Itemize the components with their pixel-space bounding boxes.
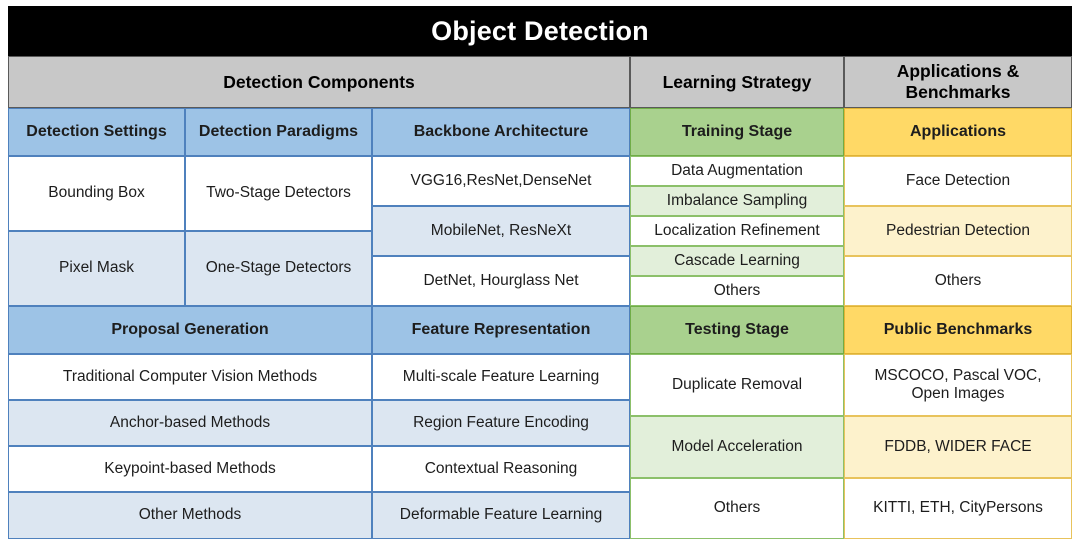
category-detection-components: Detection Components — [8, 56, 630, 108]
header-testing-stage[interactable]: Testing Stage — [630, 306, 844, 354]
cell-mscoco-pascalvoc-openimages[interactable]: MSCOCO, Pascal VOC, Open Images — [844, 354, 1072, 416]
cell-face-detection[interactable]: Face Detection — [844, 156, 1072, 206]
cell-cascade-learning[interactable]: Cascade Learning — [630, 246, 844, 276]
cell-training-others[interactable]: Others — [630, 276, 844, 306]
cell-keypoint-based-methods[interactable]: Keypoint-based Methods — [8, 446, 372, 492]
block-upper: Detection Settings Bounding Box Pixel Ma… — [8, 108, 1072, 306]
cell-pedestrian-detection[interactable]: Pedestrian Detection — [844, 206, 1072, 256]
column-detection-settings: Detection Settings Bounding Box Pixel Ma… — [8, 108, 185, 306]
header-applications[interactable]: Applications — [844, 108, 1072, 156]
cell-detnet-hourglass-net[interactable]: DetNet, Hourglass Net — [372, 256, 630, 306]
category-header-row: Detection Components Learning Strategy A… — [8, 56, 1072, 108]
cell-model-acceleration[interactable]: Model Acceleration — [630, 416, 844, 478]
column-backbone-architecture: Backbone Architecture VGG16,ResNet,Dense… — [372, 108, 630, 306]
header-detection-settings[interactable]: Detection Settings — [8, 108, 185, 156]
cell-kitti-eth-citypersons[interactable]: KITTI, ETH, CityPersons — [844, 478, 1072, 539]
cell-other-methods[interactable]: Other Methods — [8, 492, 372, 539]
column-training-stage: Training Stage Data Augmentation Imbalan… — [630, 108, 844, 306]
cell-pixel-mask[interactable]: Pixel Mask — [8, 231, 185, 306]
cell-one-stage-detectors[interactable]: One-Stage Detectors — [185, 231, 372, 306]
cell-testing-others[interactable]: Others — [630, 478, 844, 539]
cell-anchor-based-methods[interactable]: Anchor-based Methods — [8, 400, 372, 446]
cell-applications-others[interactable]: Others — [844, 256, 1072, 306]
header-feature-representation[interactable]: Feature Representation — [372, 306, 630, 354]
cell-imbalance-sampling[interactable]: Imbalance Sampling — [630, 186, 844, 216]
block-lower: Proposal Generation Traditional Computer… — [8, 306, 1072, 539]
cell-duplicate-removal[interactable]: Duplicate Removal — [630, 354, 844, 416]
category-applications-benchmarks-line1: Applications & — [896, 61, 1020, 81]
cell-multi-scale-feature-learning[interactable]: Multi-scale Feature Learning — [372, 354, 630, 400]
column-applications: Applications Face Detection Pedestrian D… — [844, 108, 1072, 306]
cell-two-stage-detectors[interactable]: Two-Stage Detectors — [185, 156, 372, 231]
column-detection-paradigms: Detection Paradigms Two-Stage Detectors … — [185, 108, 372, 306]
category-applications-benchmarks-line2: Benchmarks — [905, 82, 1011, 102]
cell-mobilenet-resnext[interactable]: MobileNet, ResNeXt — [372, 206, 630, 256]
cell-deformable-feature-learning[interactable]: Deformable Feature Learning — [372, 492, 630, 539]
cell-localization-refinement[interactable]: Localization Refinement — [630, 216, 844, 246]
cell-contextual-reasoning[interactable]: Contextual Reasoning — [372, 446, 630, 492]
column-feature-representation: Feature Representation Multi-scale Featu… — [372, 306, 630, 539]
category-learning-strategy: Learning Strategy — [630, 56, 844, 108]
cell-data-augmentation[interactable]: Data Augmentation — [630, 156, 844, 186]
page-title: Object Detection — [8, 6, 1072, 56]
cell-region-feature-encoding[interactable]: Region Feature Encoding — [372, 400, 630, 446]
column-testing-stage: Testing Stage Duplicate Removal Model Ac… — [630, 306, 844, 539]
cell-fddb-widerface[interactable]: FDDB, WIDER FACE — [844, 416, 1072, 478]
cell-traditional-computer-vision-methods[interactable]: Traditional Computer Vision Methods — [8, 354, 372, 400]
column-public-benchmarks: Public Benchmarks MSCOCO, Pascal VOC, Op… — [844, 306, 1072, 539]
header-training-stage[interactable]: Training Stage — [630, 108, 844, 156]
category-applications-benchmarks: Applications & Benchmarks — [844, 56, 1072, 108]
cell-bounding-box[interactable]: Bounding Box — [8, 156, 185, 231]
header-backbone-architecture[interactable]: Backbone Architecture — [372, 108, 630, 156]
header-proposal-generation[interactable]: Proposal Generation — [8, 306, 372, 354]
cell-vgg16-resnet-densenet[interactable]: VGG16,ResNet,DenseNet — [372, 156, 630, 206]
header-public-benchmarks[interactable]: Public Benchmarks — [844, 306, 1072, 354]
header-detection-paradigms[interactable]: Detection Paradigms — [185, 108, 372, 156]
column-proposal-generation: Proposal Generation Traditional Computer… — [8, 306, 372, 539]
